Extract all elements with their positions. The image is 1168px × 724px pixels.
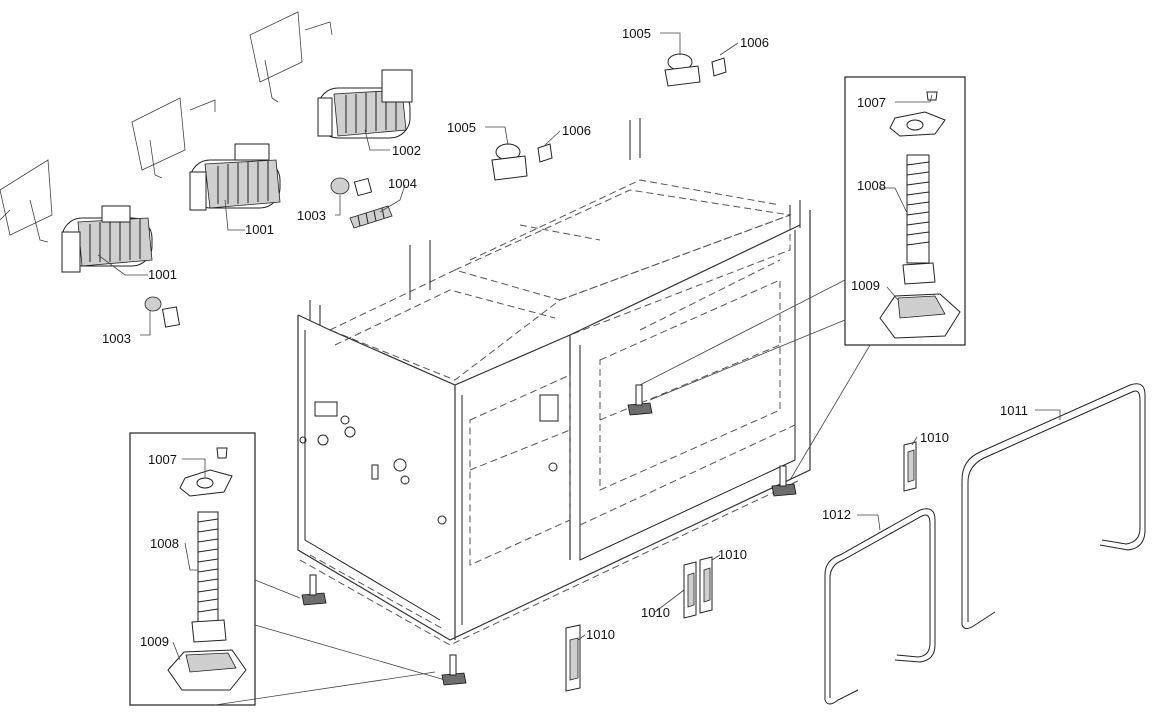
hinge-1010-lower <box>565 624 581 692</box>
label-1010-middle-right: 1010 <box>718 547 747 562</box>
label-1007-left: 1007 <box>148 452 177 467</box>
rack-handle-1011 <box>961 383 1146 629</box>
hinge-1010-upper <box>903 441 917 492</box>
label-1004: 1004 <box>388 176 417 191</box>
label-1008-right: 1008 <box>857 178 886 193</box>
part-1005-lower <box>491 143 528 181</box>
label-1011: 1011 <box>1000 403 1028 418</box>
fan-1001-middle <box>131 97 281 211</box>
label-1006-upper: 1006 <box>740 35 769 50</box>
label-1003-lower: 1003 <box>102 331 131 346</box>
part-1006-lower <box>537 143 553 163</box>
part-1003-lower <box>144 296 181 328</box>
callout-leaders <box>97 32 1061 661</box>
label-1010-middle-left: 1010 <box>641 605 670 620</box>
label-1009-left: 1009 <box>140 634 169 649</box>
oven-frame-chassis <box>297 118 811 646</box>
part-1005-upper <box>664 53 701 87</box>
fan-1002 <box>249 11 413 139</box>
label-1001-middle: 1001 <box>245 222 274 237</box>
detail-box-left <box>129 432 446 706</box>
frame-feet <box>301 384 797 686</box>
label-1009-right: 1009 <box>851 278 880 293</box>
part-1004-terminal-block <box>349 205 393 229</box>
label-1005-upper: 1005 <box>622 26 651 41</box>
label-1007-right: 1007 <box>857 95 886 110</box>
part-1003-upper <box>330 177 373 197</box>
label-1010-upper: 1010 <box>920 430 949 445</box>
label-1010-lower: 1010 <box>586 627 615 642</box>
detail-box-right <box>639 76 966 481</box>
hinge-1010-middle <box>683 556 713 619</box>
part-number-labels: 1001 1001 1002 1003 1003 1004 1005 1006 … <box>102 26 1028 649</box>
label-1012: 1012 <box>822 507 851 522</box>
label-1006-lower: 1006 <box>562 123 591 138</box>
label-1003-upper: 1003 <box>297 208 326 223</box>
label-1008-left: 1008 <box>150 536 179 551</box>
fan-1001-left <box>0 159 153 273</box>
label-1002: 1002 <box>392 143 421 158</box>
label-1005-lower: 1005 <box>447 120 476 135</box>
rack-handle-1012 <box>824 508 936 705</box>
label-1001-left: 1001 <box>148 267 177 282</box>
part-1006-upper <box>711 57 727 77</box>
